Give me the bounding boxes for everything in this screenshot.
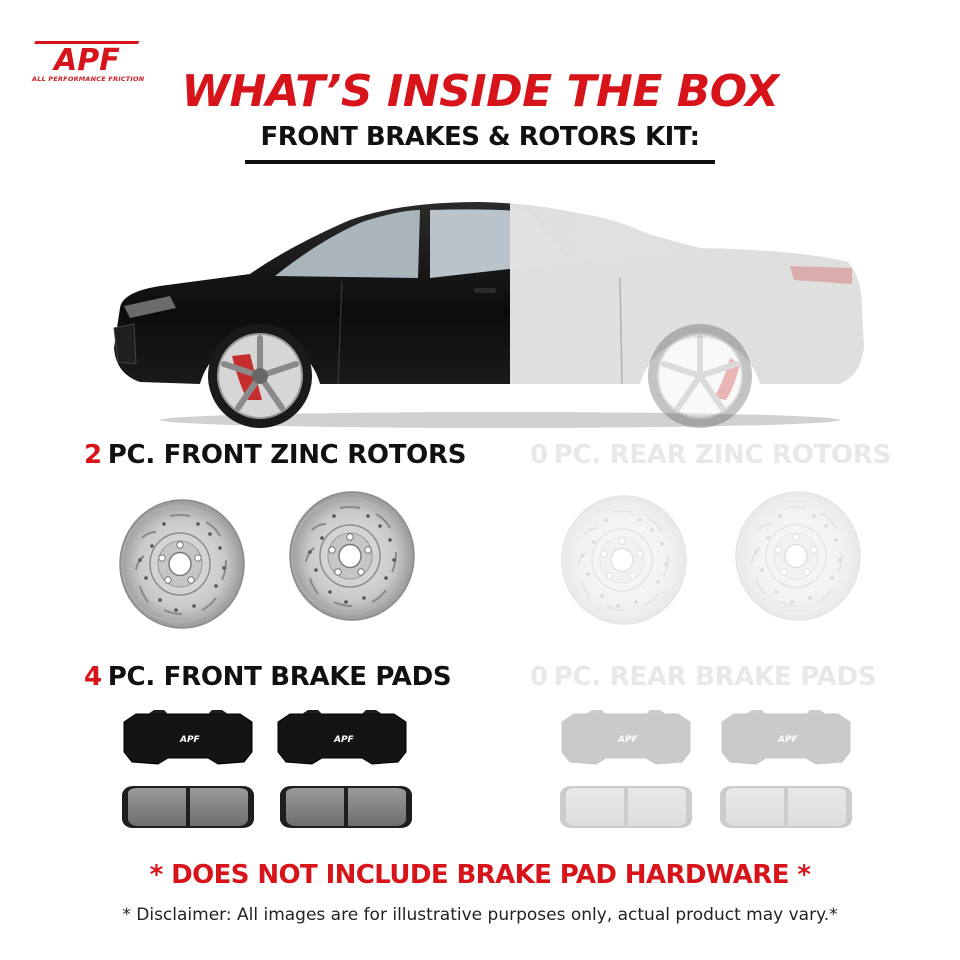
page-title: WHAT’S INSIDE THE BOX: [181, 66, 779, 117]
front-rotors-text: PC. FRONT ZINC ROTORS: [107, 440, 467, 470]
subtitle-underline: [245, 160, 715, 164]
front-pad-back-1: APF: [118, 708, 258, 768]
rear-rotors-text: PC. REAR ZINC ROTORS: [553, 440, 891, 470]
front-wheel: [208, 324, 312, 428]
front-pad-friction-1: [118, 776, 258, 836]
rear-rotor-2: [734, 490, 862, 622]
rear-pads-text: PC. REAR BRAKE PADS: [553, 662, 877, 692]
svg-text:APF: APF: [179, 735, 201, 745]
rear-pads-qty: 0: [530, 662, 548, 692]
rear-wheel: [648, 324, 752, 428]
front-rotors-qty: 2: [84, 440, 102, 470]
sedan-car-illustration: [113, 202, 864, 428]
logo-tagline: ALL PERFORMANCE FRICTION: [32, 75, 145, 83]
svg-text:APF: APF: [333, 735, 355, 745]
front-rotor-1: [118, 498, 246, 630]
svg-text:APF: APF: [617, 735, 639, 745]
front-pad-friction-2: [276, 776, 416, 836]
front-rotor-2: [288, 490, 416, 622]
disclaimer-text: * Disclaimer: All images are for illustr…: [122, 905, 838, 925]
rear-pad-back-2: APF: [716, 708, 856, 768]
front-pad-back-2: APF: [272, 708, 412, 768]
apf-logo: APF: [34, 41, 140, 78]
logo-text: APF: [52, 43, 120, 78]
rear-rotor-1: [560, 494, 688, 626]
hardware-notice: * DOES NOT INCLUDE BRAKE PAD HARDWARE *: [149, 860, 811, 890]
svg-text:APF: APF: [777, 735, 799, 745]
rear-pad-back-1: APF: [556, 708, 696, 768]
rear-rotors-qty: 0: [530, 440, 548, 470]
rear-pad-friction-2: [716, 776, 856, 836]
front-pads-qty: 4: [84, 662, 102, 692]
front-pads-text: PC. FRONT BRAKE PADS: [107, 662, 452, 692]
page-subtitle: FRONT BRAKES & ROTORS KIT:: [260, 122, 700, 152]
rear-pad-friction-1: [556, 776, 696, 836]
